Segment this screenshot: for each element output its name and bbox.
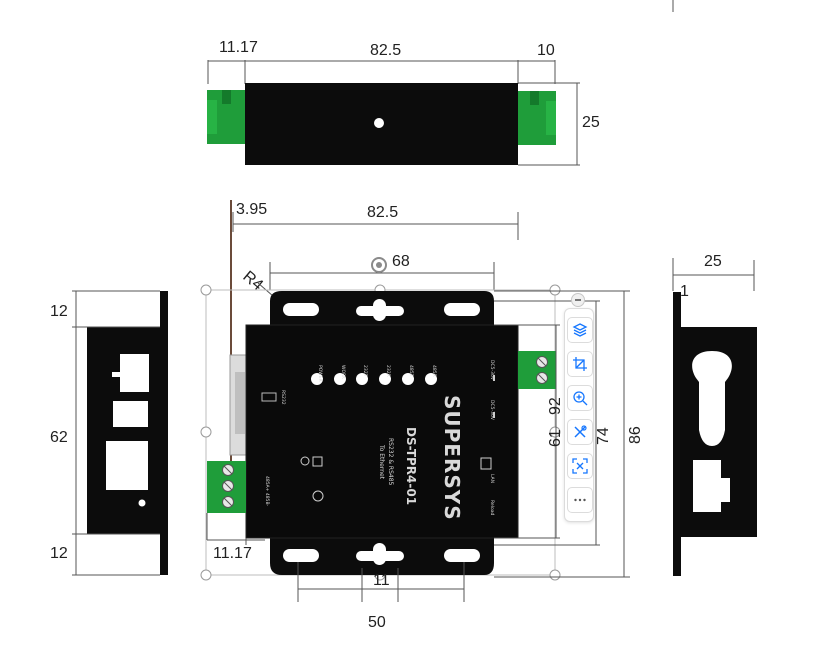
dim-front-length: 82.5: [367, 204, 398, 221]
crop-button[interactable]: [567, 351, 593, 377]
led-232t: [356, 373, 368, 385]
left-port-top: [120, 354, 149, 392]
led-485t: [402, 373, 414, 385]
led-label-232r: 232R: [385, 365, 391, 377]
right-db9-cutout: [692, 351, 732, 446]
usb-icon: [261, 392, 277, 402]
dim-right-margin: 1: [680, 283, 689, 300]
lan-icon: [480, 457, 492, 470]
dim-hole-pitch: 61: [547, 429, 564, 447]
led-row: [311, 373, 437, 385]
front-view: 3.95 82.5 R4 68: [200, 200, 644, 631]
dim-hole-spacing: 68: [392, 253, 410, 270]
dim-left-top: 12: [50, 303, 68, 320]
dim-bottom-span: 50: [368, 614, 386, 631]
led-label-485t: 485T: [408, 365, 414, 377]
layers-button[interactable]: [567, 317, 593, 343]
tools-icon: [574, 425, 587, 438]
layers-icon: [572, 323, 588, 337]
subtitle-2: To Ethernet: [378, 444, 385, 480]
floating-toolbar: [564, 288, 594, 528]
dim-left-middle: 62: [50, 429, 68, 446]
top-terminal-right: [518, 91, 556, 145]
tools-button[interactable]: [567, 419, 593, 445]
led-485r: [425, 373, 437, 385]
expand-button[interactable]: [567, 453, 593, 479]
dim-body-height: 74: [595, 427, 612, 445]
dim-inner-height: 92: [547, 397, 564, 415]
dim-right-width: 25: [704, 253, 722, 270]
led-power: [311, 373, 323, 385]
top-hole: [374, 118, 384, 128]
port-label-reset: Reload: [489, 500, 495, 515]
dim-total-height: 86: [627, 426, 644, 444]
port-label-lan: LAN: [489, 474, 495, 483]
expand-icon: [572, 458, 588, 474]
mounting-slots: [283, 299, 480, 565]
subtitle-1: RS232 & RS485: [387, 438, 394, 486]
port-label-power-in: DC5-36V: [489, 360, 495, 381]
zoom-in-button[interactable]: [567, 385, 593, 411]
dim-terminal-offset: 11.17: [213, 545, 252, 562]
right-flange: [673, 292, 681, 576]
port-label-rs485: 485A+ 485B-: [264, 476, 270, 507]
led-work: [334, 373, 346, 385]
terminal-block-right: [518, 351, 556, 389]
dim-left-bottom: 12: [50, 545, 68, 562]
left-port-bottom: [106, 441, 148, 490]
dim-top-length: 82.5: [370, 42, 401, 59]
device-body: [245, 324, 519, 539]
model-name: DS-TPR4-01: [404, 427, 418, 505]
port-label-rs232: RS232: [280, 390, 286, 405]
brand-logo: SUPERSYS: [440, 395, 464, 521]
left-flange: [160, 291, 168, 575]
dim-top-left-offset: 11.17: [219, 39, 258, 56]
zoom-in-icon: [573, 391, 588, 406]
dim-front-edge: 3.95: [236, 201, 267, 218]
more-icon: [574, 498, 586, 502]
led-label-power: POWER: [317, 365, 323, 382]
certification-marks: [300, 456, 324, 502]
led-label-232t: 232T: [362, 365, 368, 377]
dim-bottom-small: 11: [373, 572, 390, 589]
led-label-work: WORK: [340, 365, 346, 380]
left-port-mid: [113, 401, 148, 427]
dim-top-right-offset: 10: [537, 42, 555, 59]
right-view: 25 1: [672, 0, 757, 576]
terminal-block-left: [207, 461, 246, 513]
right-terminal-cutout: [693, 460, 730, 512]
left-view: 12 62 12: [50, 290, 168, 576]
led-232r: [379, 373, 391, 385]
led-label-485r: 485R: [431, 365, 437, 377]
crop-icon: [573, 357, 587, 371]
top-terminal-left: [207, 90, 245, 144]
dim-top-height: 25: [582, 114, 600, 131]
port-label-power-out: DC5-36V: [489, 400, 495, 421]
minus-icon[interactable]: [571, 293, 585, 307]
top-view: 11.17 82.5 10 25: [207, 39, 600, 166]
more-button[interactable]: [567, 487, 593, 513]
toolbar-panel: [564, 308, 594, 522]
